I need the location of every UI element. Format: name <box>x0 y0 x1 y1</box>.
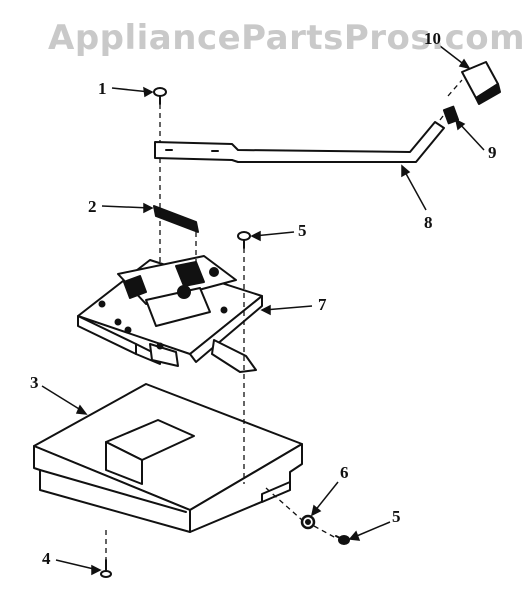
callout-4: 4 <box>42 549 51 568</box>
callout-9: 9 <box>488 143 497 162</box>
callout-10: 10 <box>424 29 441 48</box>
leader-line-9 <box>457 121 485 151</box>
base-pan-part <box>33 383 303 533</box>
callout-5-top: 5 <box>298 221 307 240</box>
callout-2: 2 <box>88 197 97 216</box>
watermark-text: AppliancePartsPros.com <box>48 18 526 58</box>
leader-line-7 <box>263 305 313 311</box>
callout-1: 1 <box>98 79 107 98</box>
screw-part-4 <box>100 559 112 578</box>
alignment-line <box>439 111 447 121</box>
leader-line-2 <box>101 205 151 209</box>
screw-part-1 <box>153 87 167 105</box>
leader-line-6 <box>313 481 339 513</box>
washer-part <box>300 514 316 530</box>
callout-8: 8 <box>424 213 433 232</box>
spring-bar-part <box>153 205 199 233</box>
callout-6: 6 <box>340 463 349 482</box>
lock-lever-part <box>154 121 445 163</box>
leader-line-5b <box>351 521 391 539</box>
leader-line-3 <box>41 385 85 413</box>
leader-line-8 <box>403 169 427 211</box>
leader-line-4 <box>55 559 99 571</box>
callout-5-bottom: 5 <box>392 507 401 526</box>
callout-7: 7 <box>318 295 327 314</box>
alignment-line <box>447 79 463 97</box>
alignment-line <box>313 525 337 539</box>
alignment-line <box>265 487 303 521</box>
screw-part-5-top <box>237 231 251 249</box>
handle-knob-part <box>461 61 501 105</box>
lock-mechanism-part <box>77 255 263 373</box>
callout-3: 3 <box>30 373 39 392</box>
screw-part-5-bottom <box>335 535 350 545</box>
handle-clip-part <box>442 105 460 125</box>
